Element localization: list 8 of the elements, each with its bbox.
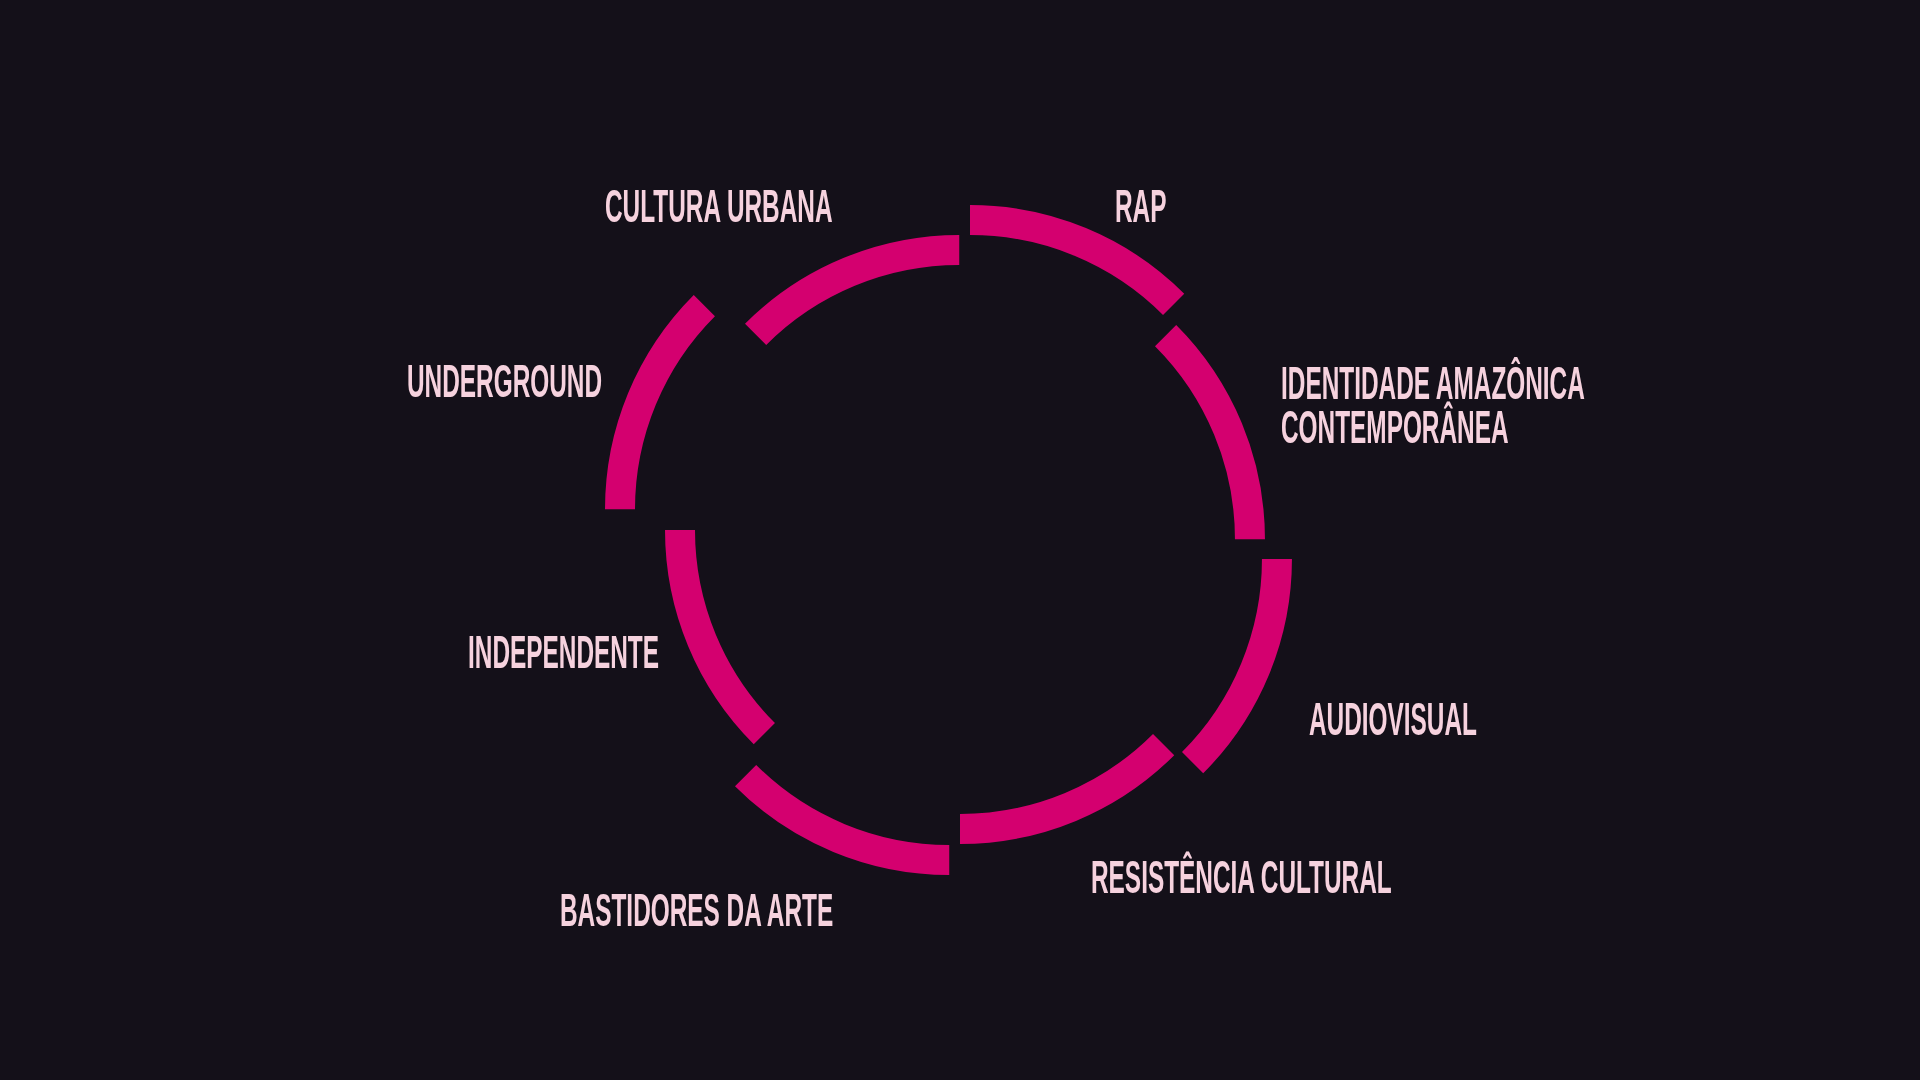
segment-label: AUDIOVISUAL xyxy=(1309,692,1477,744)
segment-label: RAP xyxy=(1115,179,1167,231)
segment-label: RESISTÊNCIA CULTURAL xyxy=(1091,850,1392,902)
segment-label: CULTURA URBANA xyxy=(605,179,833,231)
segment-label: INDEPENDENTE xyxy=(468,625,659,677)
segment-label: UNDERGROUND xyxy=(407,354,603,406)
segment-label: BASTIDORES DA ARTE xyxy=(560,883,834,935)
segment-label: IDENTIDADE AMAZÔNICA CONTEMPORÂNEA xyxy=(1281,356,1585,452)
